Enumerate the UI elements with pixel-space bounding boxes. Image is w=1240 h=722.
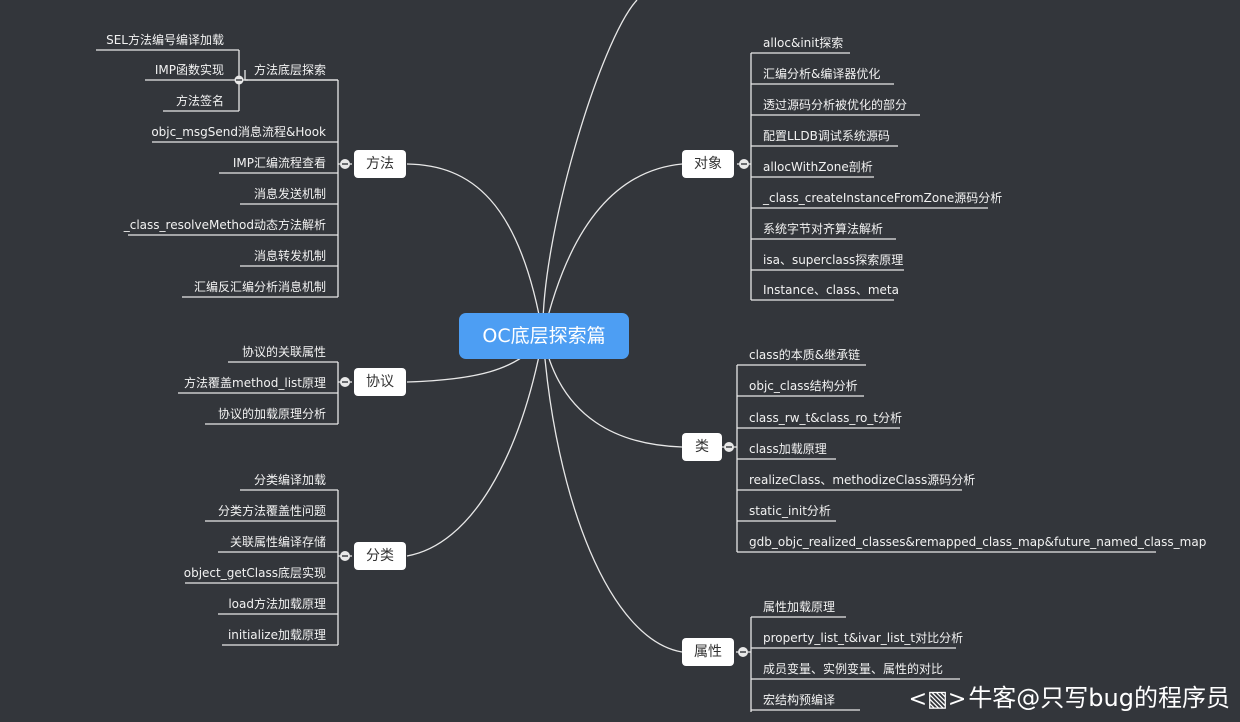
property-leaf[interactable]: 属性加载原理 <box>763 600 836 614</box>
class-leaf[interactable]: static_init分析 <box>749 504 831 518</box>
branch-method[interactable]: 方法 <box>354 150 406 178</box>
branch-class[interactable]: 类 <box>682 433 722 461</box>
watermark: <▧>牛客@只写bug的程序员 <box>909 682 1230 716</box>
method-sub-leaf[interactable]: SEL方法编号编译加载 <box>106 33 224 47</box>
object-leaf[interactable]: Instance、class、meta <box>763 283 899 297</box>
category-leaf[interactable]: load方法加载原理 <box>228 597 326 611</box>
class-leaf[interactable]: class加载原理 <box>749 442 827 456</box>
object-leaf[interactable]: allocWithZone剖析 <box>763 160 873 174</box>
property-leaf[interactable]: property_list_t&ivar_list_t对比分析 <box>763 631 964 645</box>
method-sub-topic[interactable]: 方法底层探索 <box>254 63 327 77</box>
branch-object[interactable]: 对象 <box>682 150 734 178</box>
root-topic[interactable]: OC底层探索篇 <box>459 313 629 359</box>
protocol-leaf[interactable]: 协议的加载原理分析 <box>217 407 326 421</box>
object-leaf[interactable]: 配置LLDB调试系统源码 <box>763 129 890 143</box>
method-leaf[interactable]: 汇编反汇编分析消息机制 <box>193 280 326 294</box>
nowcoder-logo-icon: <▧> <box>908 687 967 712</box>
object-leaf[interactable]: _class_createInstanceFromZone源码分析 <box>763 191 1003 205</box>
property-leaf[interactable]: 成员变量、实例变量、属性的对比 <box>763 662 944 676</box>
branch-property[interactable]: 属性 <box>682 638 734 666</box>
category-leaf[interactable]: 分类编译加载 <box>253 473 326 487</box>
method-leaf[interactable]: IMP汇编流程查看 <box>232 156 326 170</box>
object-leaf[interactable]: 汇编分析&编译器优化 <box>763 67 881 81</box>
class-leaf[interactable]: class的本质&继承链 <box>749 348 861 362</box>
object-leaf[interactable]: 系统字节对齐算法解析 <box>763 222 884 236</box>
category-leaf[interactable]: initialize加载原理 <box>227 628 326 642</box>
category-leaf[interactable]: 分类方法覆盖性问题 <box>217 504 326 518</box>
method-leaf[interactable]: _class_resolveMethod动态方法解析 <box>123 218 326 232</box>
property-leaf[interactable]: 宏结构预编译 <box>763 693 836 707</box>
category-leaf[interactable]: object_getClass底层实现 <box>183 566 326 580</box>
class-leaf[interactable]: class_rw_t&class_ro_t分析 <box>749 411 903 425</box>
method-leaf[interactable]: 消息发送机制 <box>253 187 326 201</box>
class-leaf[interactable]: realizeClass、methodizeClass源码分析 <box>749 473 976 487</box>
method-leaf[interactable]: objc_msgSend消息流程&Hook <box>151 125 326 139</box>
watermark-text: 牛客@只写bug的程序员 <box>968 684 1230 712</box>
branch-category[interactable]: 分类 <box>354 542 406 570</box>
method-sub-leaf[interactable]: 方法签名 <box>175 94 224 108</box>
object-leaf[interactable]: alloc&init探索 <box>763 36 844 50</box>
protocol-leaf[interactable]: 协议的关联属性 <box>241 345 326 359</box>
protocol-leaf[interactable]: 方法覆盖method_list原理 <box>184 376 326 390</box>
method-leaf[interactable]: 消息转发机制 <box>253 249 326 263</box>
class-leaf[interactable]: objc_class结构分析 <box>749 379 858 393</box>
method-sub-leaf[interactable]: IMP函数实现 <box>154 63 224 77</box>
object-leaf[interactable]: isa、superclass探索原理 <box>763 253 904 267</box>
class-leaf[interactable]: gdb_objc_realized_classes&remapped_class… <box>749 535 1207 549</box>
object-leaf[interactable]: 透过源码分析被优化的部分 <box>763 98 908 112</box>
branch-protocol[interactable]: 协议 <box>354 368 406 396</box>
category-leaf[interactable]: 关联属性编译存储 <box>229 535 326 549</box>
